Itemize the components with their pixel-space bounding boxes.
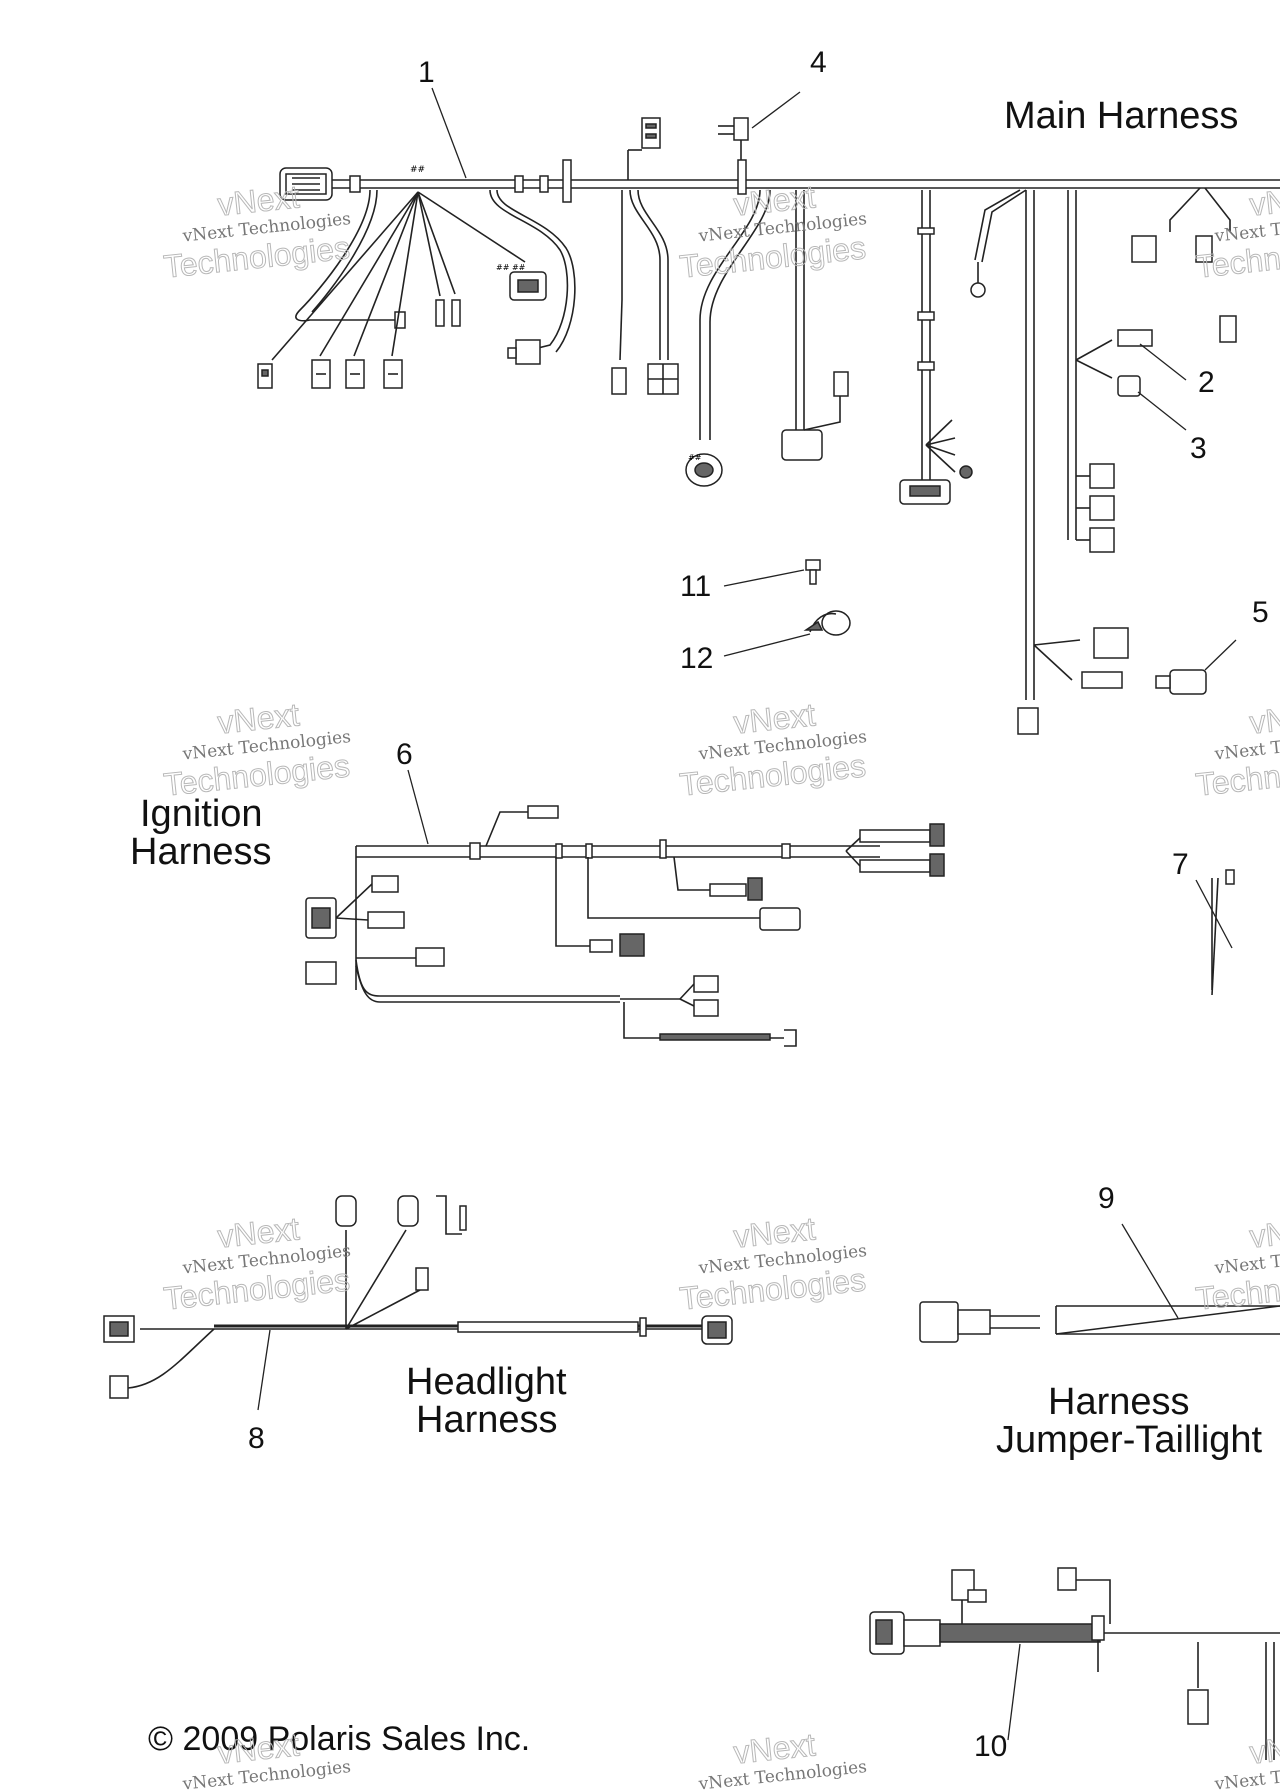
fuse-holder[interactable]: [718, 117, 749, 141]
connector[interactable]: [919, 1301, 991, 1343]
watermark: vNext vNext Technologies Technologies: [1193, 178, 1280, 285]
copyright: © 2009 Polaris Sales Inc.: [148, 1720, 530, 1758]
connector[interactable]: [693, 975, 719, 993]
svg-text:vNext: vNext: [1248, 696, 1280, 740]
box-connector[interactable]: [507, 339, 541, 365]
left-breakout: ##: [271, 165, 526, 361]
callout-5: 5: [1252, 596, 1269, 629]
ignition-coil-connector[interactable]: [305, 897, 337, 939]
connector-block[interactable]: [1076, 463, 1115, 553]
callout-6: 6: [396, 738, 413, 771]
watermark: vNext vNext Technologies Technologies: [1193, 1210, 1280, 1317]
double-connector[interactable]: [647, 363, 679, 395]
taillight-jumper-harness[interactable]: [919, 1301, 1280, 1343]
callout-11: 11: [680, 570, 711, 603]
bulb-socket[interactable]: [335, 1195, 357, 1227]
main-harness[interactable]: ## ## ##: [257, 117, 1280, 735]
connector[interactable]: [367, 911, 405, 929]
connector[interactable]: [709, 877, 763, 901]
harness-10[interactable]: [869, 1567, 1280, 1760]
callout-1: 1: [418, 56, 435, 89]
watermark: vNext vNext Technologies Technologies: [161, 1210, 352, 1317]
callout-9: 9: [1098, 1182, 1115, 1215]
small-connector[interactable]: [383, 359, 403, 389]
bulb-socket[interactable]: [397, 1195, 419, 1227]
connector[interactable]: [305, 961, 337, 985]
callout-4: 4: [810, 46, 827, 79]
watermark: vNext vNext Technologies Technologies: [677, 696, 868, 803]
svg-text:vNext: vNext: [1248, 178, 1280, 222]
watermark: vNext vNext Technologies Technologies: [161, 696, 352, 803]
connector-3[interactable]: [1117, 375, 1141, 397]
connector[interactable]: [1057, 1567, 1111, 1624]
svg-text:vNext: vNext: [1248, 1726, 1280, 1770]
cable-tie-7[interactable]: [1211, 869, 1235, 996]
small-connector[interactable]: [527, 805, 559, 819]
callout-12: 12: [680, 642, 713, 675]
connector[interactable]: [759, 907, 801, 931]
title-main-harness: Main Harness: [1004, 95, 1238, 137]
title-taillight-line1: Harness: [1048, 1381, 1190, 1423]
title-ignition-line2: Harness: [130, 831, 272, 873]
connector[interactable]: [371, 875, 399, 893]
watermark: vNext vNext Technologies Technologies: [677, 178, 868, 285]
title-headlight-line1: Headlight: [406, 1361, 567, 1403]
connector[interactable]: [109, 1375, 129, 1399]
callout-8: 8: [248, 1422, 265, 1455]
title-headlight-line2: Harness: [416, 1399, 558, 1441]
connector-2[interactable]: [1117, 329, 1153, 347]
relay-connector[interactable]: [951, 1569, 987, 1624]
relay-connector[interactable]: [641, 117, 661, 149]
connector[interactable]: [1219, 315, 1237, 343]
watermark: vNext vNext Technologies: [697, 1726, 868, 1792]
watermark: vNext vNext Technologies Technologies: [1193, 696, 1280, 803]
small-connector[interactable]: [611, 367, 627, 395]
connector[interactable]: [415, 947, 445, 967]
module-connector[interactable]: [781, 371, 849, 461]
title-taillight-line2: Jumper-Taillight: [996, 1419, 1263, 1461]
watermark: vNext vNext Technologies Technologies: [677, 1210, 868, 1317]
small-connector[interactable]: [257, 363, 273, 389]
svg-text:##: ##: [410, 165, 425, 175]
connector-pair[interactable]: [1081, 627, 1129, 689]
small-connector[interactable]: [435, 299, 445, 327]
connector[interactable]: [1195, 235, 1213, 263]
bottom-connector[interactable]: [1017, 707, 1039, 735]
connector[interactable]: [859, 853, 945, 877]
callout-3: 3: [1190, 432, 1207, 465]
terminal[interactable]: [770, 1029, 797, 1047]
connector[interactable]: [859, 823, 945, 847]
small-connector[interactable]: [345, 359, 365, 389]
watermark: vNext vNext Technologies: [1213, 1726, 1280, 1792]
hub-connector[interactable]: ## ##: [496, 263, 547, 301]
titles: Main Harness Ignition Harness Headlight …: [130, 95, 1263, 1461]
callouts: 1 4 2 3 5 11 12 6 7 9 8 10: [248, 46, 1269, 1763]
svg-text:## ##: ## ##: [496, 263, 526, 272]
connector[interactable]: [693, 999, 719, 1017]
connector[interactable]: [1187, 1689, 1209, 1725]
ignition-harness[interactable]: [305, 805, 945, 1047]
callout-2: 2: [1198, 366, 1215, 399]
screw-11[interactable]: [805, 559, 821, 585]
headlight-main-connector[interactable]: [103, 1315, 135, 1343]
connector-5[interactable]: [1155, 669, 1207, 695]
ecu-connector[interactable]: [899, 479, 951, 505]
connector[interactable]: [869, 1611, 905, 1655]
round-connector[interactable]: ##: [685, 453, 723, 487]
main-harness-connector[interactable]: [279, 167, 333, 201]
callout-7: 7: [1172, 848, 1189, 881]
title-ignition-line1: Ignition: [140, 793, 263, 835]
connector[interactable]: [1131, 235, 1157, 263]
small-connector[interactable]: [311, 359, 331, 389]
small-connector[interactable]: [451, 299, 461, 327]
svg-text:vNext: vNext: [1248, 1210, 1280, 1254]
clip-12[interactable]: [803, 610, 851, 636]
connector[interactable]: [589, 933, 645, 957]
small-connector[interactable]: [415, 1267, 429, 1291]
svg-text:##: ##: [688, 453, 702, 462]
callout-10: 10: [974, 1730, 1007, 1763]
headlight-harness[interactable]: [103, 1195, 733, 1399]
connector[interactable]: [701, 1315, 733, 1345]
